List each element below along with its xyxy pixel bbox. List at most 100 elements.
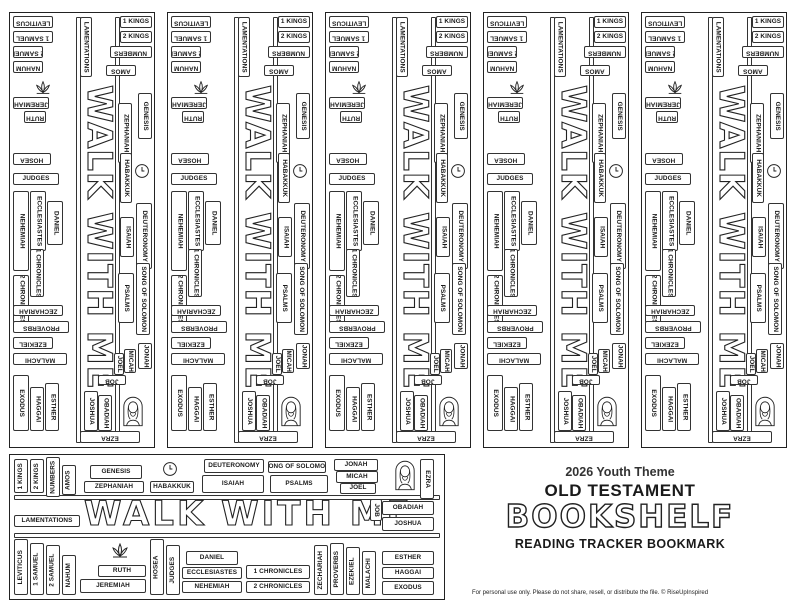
- book-genesis: GENESIS: [90, 465, 142, 479]
- book-label: DANIEL: [684, 210, 692, 236]
- book-kings2: 2 KINGS: [594, 31, 626, 43]
- book-label: ZECHARIAH: [492, 307, 532, 315]
- book-label: JOSHUA: [394, 519, 422, 527]
- book-label: HABAKKUK: [153, 482, 191, 490]
- book-label: 1 CHRONICLES: [253, 567, 303, 575]
- book-jonah: JONAH: [612, 343, 626, 369]
- book-job: JOB: [98, 375, 126, 385]
- book-label: ZEPHANIAH: [596, 113, 604, 153]
- book-chronicles1: 1 CHRONICLES: [30, 249, 44, 297]
- book-label: RUTH: [341, 114, 361, 122]
- shelf-divider: [550, 17, 555, 443]
- book-label: 2 SAMUEL: [645, 49, 675, 57]
- book-judges: JUDGES: [166, 545, 180, 595]
- book-ruth: RUTH: [340, 111, 362, 123]
- book-esther: ESTHER: [677, 383, 691, 431]
- book-esther: ESTHER: [382, 551, 434, 565]
- book-label: DEUTERONOMY: [141, 210, 149, 262]
- book-label: EXODUS: [492, 389, 500, 417]
- book-obadiah: OBADIAH: [382, 501, 434, 515]
- lotus-icon: [110, 541, 130, 566]
- book-label: DANIEL: [52, 210, 60, 236]
- book-label: JOSHUA: [720, 397, 728, 425]
- book-label: JOEL: [349, 484, 367, 492]
- book-exodus: EXODUS: [171, 375, 187, 431]
- book-song: SONG OF SOLOMON: [768, 263, 782, 335]
- book-nahum: NAHUM: [329, 61, 359, 73]
- book-label: JONAH: [300, 344, 308, 368]
- book-leviticus: LEVITICUS: [14, 539, 28, 595]
- book-zechariah: ZECHARIAH: [487, 305, 537, 316]
- book-label: ECCLESIASTES: [509, 195, 517, 247]
- book-kings2: 2 KINGS: [436, 31, 468, 43]
- book-label: HABAKKUK: [597, 159, 605, 197]
- book-label: 1 CHRONICLES: [192, 249, 200, 297]
- book-kings2: 2 KINGS: [278, 31, 310, 43]
- book-label: 1 CHRONICLES: [666, 249, 674, 297]
- book-isaiah: ISAIAH: [752, 217, 766, 257]
- book-label: JOSHUA: [88, 397, 96, 425]
- book-label: ZEPHANIAH: [122, 113, 130, 153]
- book-label: DANIEL: [368, 210, 376, 236]
- book-label: ZEPHANIAH: [754, 113, 762, 153]
- book-label: JUDGES: [338, 174, 366, 182]
- book-genesis: GENESIS: [770, 93, 784, 139]
- book-samuel2: 2 SAMUEL: [487, 46, 517, 58]
- book-label: GENESIS: [300, 101, 308, 131]
- book-label: JUDGES: [180, 174, 208, 182]
- book-obadiah: OBADIAH: [572, 395, 586, 431]
- book-obadiah: OBADIAH: [730, 395, 744, 431]
- book-label: JONAH: [458, 344, 466, 368]
- book-label: NAHUM: [173, 64, 199, 72]
- book-label: EZRA: [733, 434, 751, 442]
- book-label: GENESIS: [774, 101, 782, 131]
- title-line-reading-tracker: READING TRACKER BOOKMARK: [514, 536, 726, 551]
- book-isaiah: ISAIAH: [120, 217, 134, 257]
- book-label: 1 KINGS: [122, 17, 150, 25]
- shelf-divider: [76, 17, 81, 443]
- shelf-divider: [14, 495, 440, 500]
- book-samuel1: 1 SAMUEL: [645, 31, 685, 43]
- book-label: 1 SAMUEL: [32, 552, 40, 586]
- book-proverbs: PROVERBS: [645, 321, 701, 333]
- book-label: AMOS: [111, 67, 131, 75]
- book-label: LEVITICUS: [15, 19, 51, 27]
- book-label: EZRA: [101, 434, 119, 442]
- book-ecclesiastes: ECCLESIASTES: [504, 191, 520, 251]
- book-joshua: JOSHUA: [716, 391, 730, 431]
- theme-word: WALK WITH ME: [236, 84, 277, 390]
- book-hosea: HOSEA: [150, 539, 164, 595]
- book-genesis: GENESIS: [138, 93, 152, 139]
- book-label: NUMBERS: [48, 460, 56, 494]
- book-label: 2 KINGS: [280, 32, 308, 40]
- book-judges: JUDGES: [487, 173, 533, 185]
- book-label: JONAH: [142, 344, 150, 368]
- shelf-divider: [14, 533, 440, 538]
- book-ruth: RUTH: [24, 111, 46, 123]
- book-label: MICAH: [443, 350, 451, 372]
- book-amos: AMOS: [580, 65, 610, 76]
- book-samuel1: 1 SAMUEL: [329, 31, 369, 43]
- book-label: ISAIAH: [598, 225, 606, 249]
- book-ezekiel: EZEKIEL: [645, 337, 685, 349]
- book-label: NAHUM: [489, 64, 515, 72]
- book-label: NUMBERS: [430, 49, 464, 57]
- book-label: MALACHI: [340, 356, 372, 364]
- book-label: JONAH: [774, 344, 782, 368]
- book-label: HOSEA: [494, 156, 518, 164]
- book-numbers: NUMBERS: [584, 46, 626, 58]
- book-kings1: 1 KINGS: [436, 16, 468, 28]
- book-nehemiah: NEHEMIAH: [182, 581, 242, 593]
- book-label: EXODUS: [334, 389, 342, 417]
- book-label: OBADIAH: [392, 503, 424, 511]
- book-label: NEHEMIAH: [650, 213, 658, 249]
- book-label: ESTHER: [365, 393, 373, 421]
- book-malachi: MALACHI: [13, 353, 67, 365]
- book-label: MALACHI: [182, 356, 214, 364]
- book-deuteronomy: DEUTERONOMY: [204, 459, 264, 473]
- book-job: JOB: [572, 375, 600, 385]
- book-jeremiah: JEREMIAH: [645, 97, 681, 109]
- book-joshua: JOSHUA: [242, 391, 256, 431]
- jesus-portrait-icon: [122, 395, 144, 432]
